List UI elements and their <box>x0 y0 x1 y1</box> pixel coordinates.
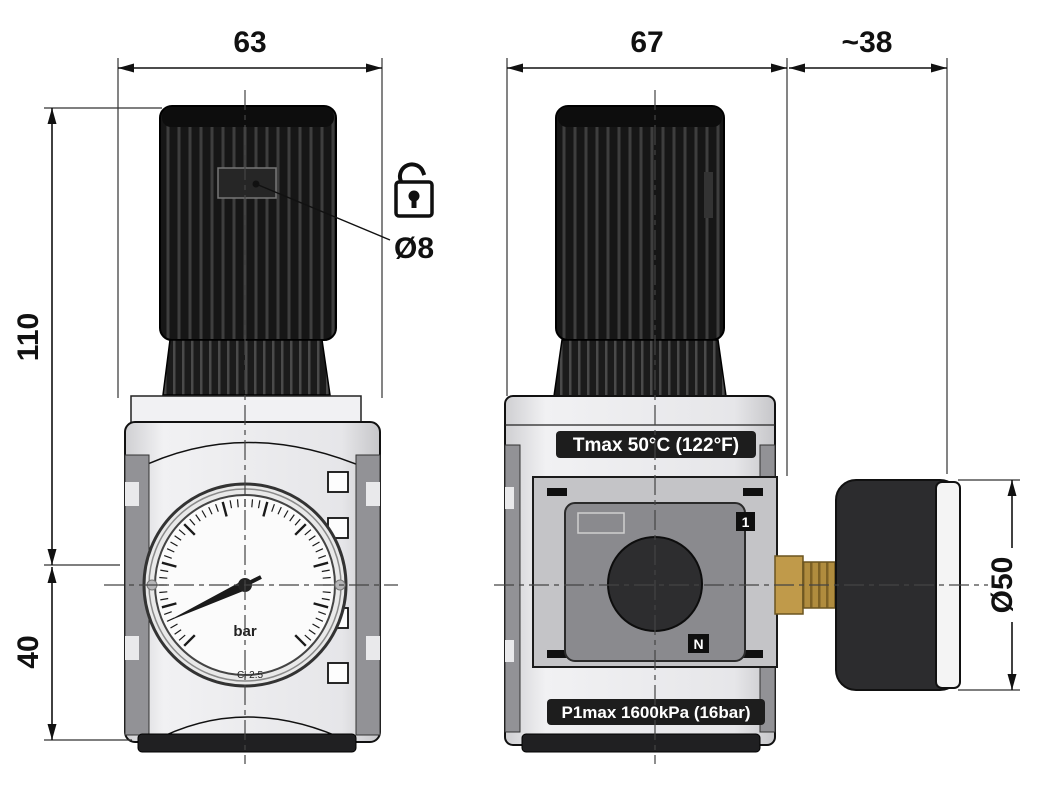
leader-line <box>255 183 391 241</box>
extension-lines <box>44 58 1020 741</box>
gauge-class-label: Cl 2.5 <box>237 670 264 681</box>
front-knob-lock-window <box>217 167 277 199</box>
padlock-keyhole-stem <box>411 196 417 208</box>
front-body-top-arc <box>134 441 371 471</box>
front-right-notch-top <box>366 482 380 506</box>
corner-slot-tl <box>547 488 567 496</box>
front-view: bar Cl 2.5 <box>124 105 381 753</box>
side-knob-slot <box>704 172 713 218</box>
dimensions: 63 67 ~38 110 40 Ø50 <box>12 26 1019 740</box>
front-right-notch-bottom <box>366 636 380 660</box>
dim-upper-height: 110 <box>12 313 45 361</box>
tmax-label: Tmax 50°C (122°F) <box>573 435 739 456</box>
side-inner-window <box>577 512 625 534</box>
p1max-band <box>547 699 765 725</box>
front-flange <box>130 395 362 425</box>
front-base <box>137 733 357 753</box>
p1max-label: P1max 1600kPa (16bar) <box>561 703 750 722</box>
dim-side-depth: 67 <box>630 26 663 59</box>
corner-slot-bl <box>547 650 567 658</box>
lock-annotation: Ø8 <box>252 162 434 265</box>
front-knob <box>159 105 337 341</box>
corner-slot-tr <box>743 488 763 496</box>
front-knob-cap <box>162 107 334 127</box>
leader-dot <box>252 180 260 188</box>
dim-lock-hole: Ø8 <box>394 232 434 265</box>
side-collar <box>553 339 727 397</box>
side-knob-cap <box>558 107 722 127</box>
side-knob <box>555 105 725 341</box>
port-n-badge <box>688 634 709 653</box>
port-n-label: N <box>693 636 703 652</box>
tmax-band <box>556 431 756 458</box>
front-square-4 <box>327 662 349 684</box>
centerlines <box>104 90 988 764</box>
dim-lower-height: 40 <box>12 635 45 668</box>
dim-gauge-offset: ~38 <box>842 26 893 59</box>
front-left-notch-top <box>125 482 139 506</box>
front-square-1 <box>327 471 349 493</box>
open-padlock-icon <box>394 162 434 218</box>
corner-slot-br <box>743 650 763 658</box>
front-body-bottom-arc <box>151 716 351 743</box>
side-base <box>521 733 761 753</box>
side-left-notch-top <box>505 487 514 509</box>
dim-front-width: 63 <box>233 26 266 59</box>
padlock-shackle <box>398 162 427 187</box>
dim-gauge-diameter: Ø50 <box>986 557 1019 614</box>
front-left-notch-bottom <box>125 636 139 660</box>
gauge-needle <box>166 580 248 622</box>
side-left-notch-bottom <box>505 640 514 662</box>
port-1-badge <box>736 512 755 531</box>
front-collar <box>162 339 331 396</box>
port-1-label: 1 <box>742 514 750 530</box>
side-view: Tmax 50°C (122°F) 1 N P1max 1600kPa (16b… <box>504 105 961 753</box>
